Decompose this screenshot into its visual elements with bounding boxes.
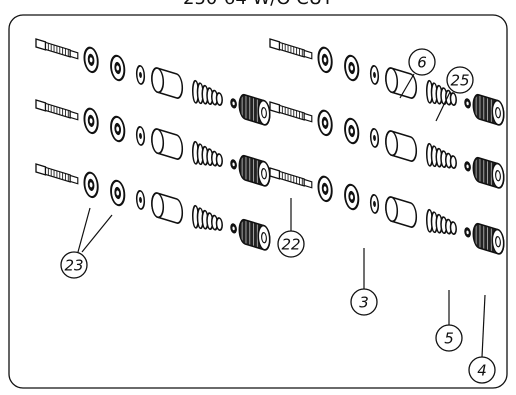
assembly-right-bottom	[268, 158, 505, 257]
callout-6: 6	[408, 48, 436, 76]
callout-25: 25	[446, 66, 474, 94]
callout-label: 5	[444, 330, 454, 348]
callout-23: 23	[60, 251, 88, 279]
frame-border	[8, 14, 508, 389]
callout-22: 22	[277, 230, 305, 258]
callout-label: 3	[359, 294, 369, 312]
callout-label: 6	[417, 54, 427, 72]
callout-label: 23	[64, 257, 83, 275]
diagram-title: 250-64 W/O CUT	[183, 0, 334, 9]
callout-label: 25	[450, 72, 469, 90]
callout-4: 4	[468, 356, 496, 384]
callout-3: 3	[350, 288, 378, 316]
callout-label: 22	[281, 236, 300, 254]
callout-label: 4	[477, 362, 487, 380]
assembly-left-bottom	[34, 154, 271, 253]
callout-5: 5	[435, 324, 463, 352]
leader-lines	[77, 73, 486, 358]
